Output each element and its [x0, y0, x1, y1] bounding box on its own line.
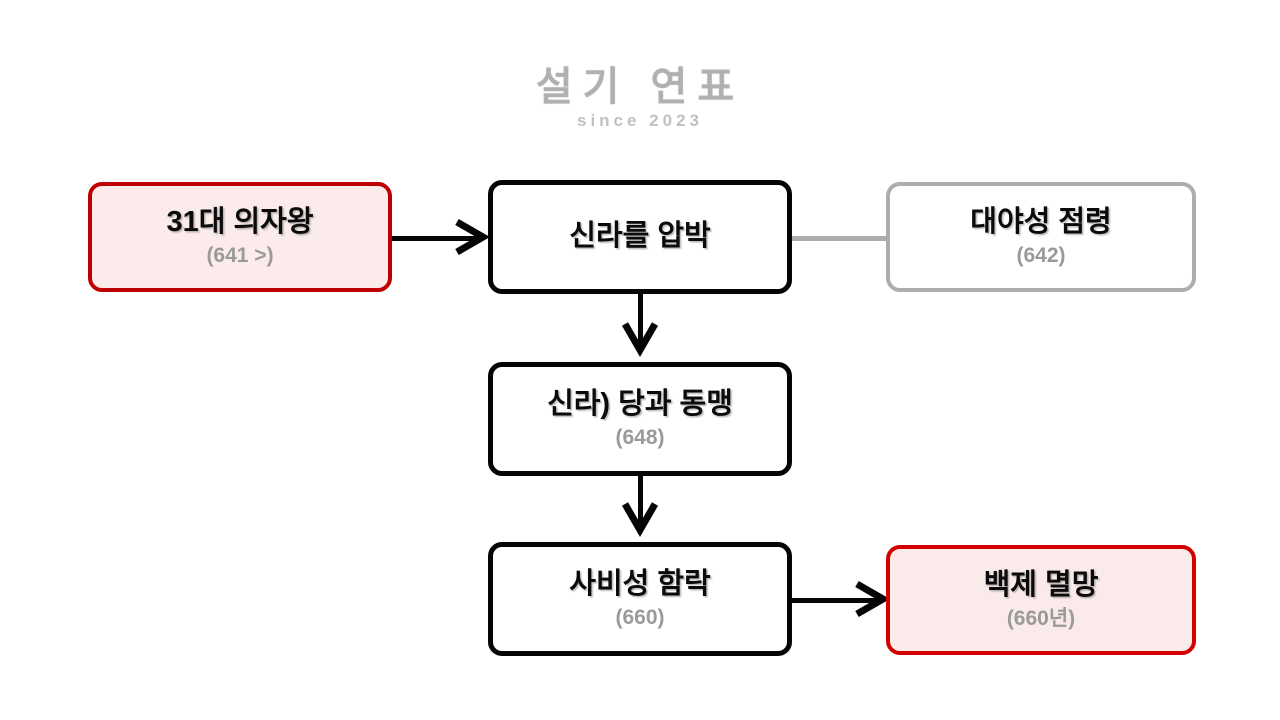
- arrowhead-down-alliance: [619, 318, 661, 360]
- node-baekje-fall[interactable]: 백제 멸망 (660년): [886, 545, 1196, 655]
- connector-uijawang-to-silla-pressure: [390, 236, 478, 241]
- node-title: 대야성 점령: [970, 206, 1112, 239]
- node-title: 31대 의자왕: [166, 206, 314, 239]
- watermark-title: 설기 연표: [535, 65, 745, 109]
- arrowhead-right-baekje-fall: [852, 578, 892, 620]
- arrowhead-down-sabiseong: [619, 498, 661, 540]
- node-title: 신라를 압박: [569, 220, 711, 253]
- node-sabiseong-fall[interactable]: 사비성 함락 (660): [488, 542, 792, 656]
- arrowhead-right-uijawang: [452, 216, 492, 258]
- connector-sabiseong-to-baekje-fall: [790, 598, 878, 603]
- node-title: 백제 멸망: [983, 569, 1099, 602]
- node-subtitle: (660): [615, 605, 665, 629]
- node-uijawang[interactable]: 31대 의자왕 (641 >): [88, 182, 392, 292]
- node-title: 신라) 당과 동맹: [547, 388, 733, 421]
- watermark-subtitle: since 2023: [576, 111, 703, 130]
- node-title: 사비성 함락: [569, 568, 711, 601]
- node-subtitle: (660년): [1006, 606, 1076, 630]
- connector-silla-pressure-to-daeyaseong: [790, 236, 886, 241]
- connector-silla-pressure-to-alliance: [638, 292, 643, 348]
- node-silla-pressure[interactable]: 신라를 압박: [488, 180, 792, 294]
- node-subtitle: (642): [1016, 243, 1066, 267]
- node-subtitle: (648): [615, 425, 665, 449]
- node-subtitle: (641 >): [206, 243, 274, 267]
- node-daeyaseong[interactable]: 대야성 점령 (642): [886, 182, 1196, 292]
- watermark: 설기 연표 since 2023: [0, 66, 1280, 131]
- connector-alliance-to-sabiseong: [638, 472, 643, 528]
- node-silla-tang-alliance[interactable]: 신라) 당과 동맹 (648): [488, 362, 792, 476]
